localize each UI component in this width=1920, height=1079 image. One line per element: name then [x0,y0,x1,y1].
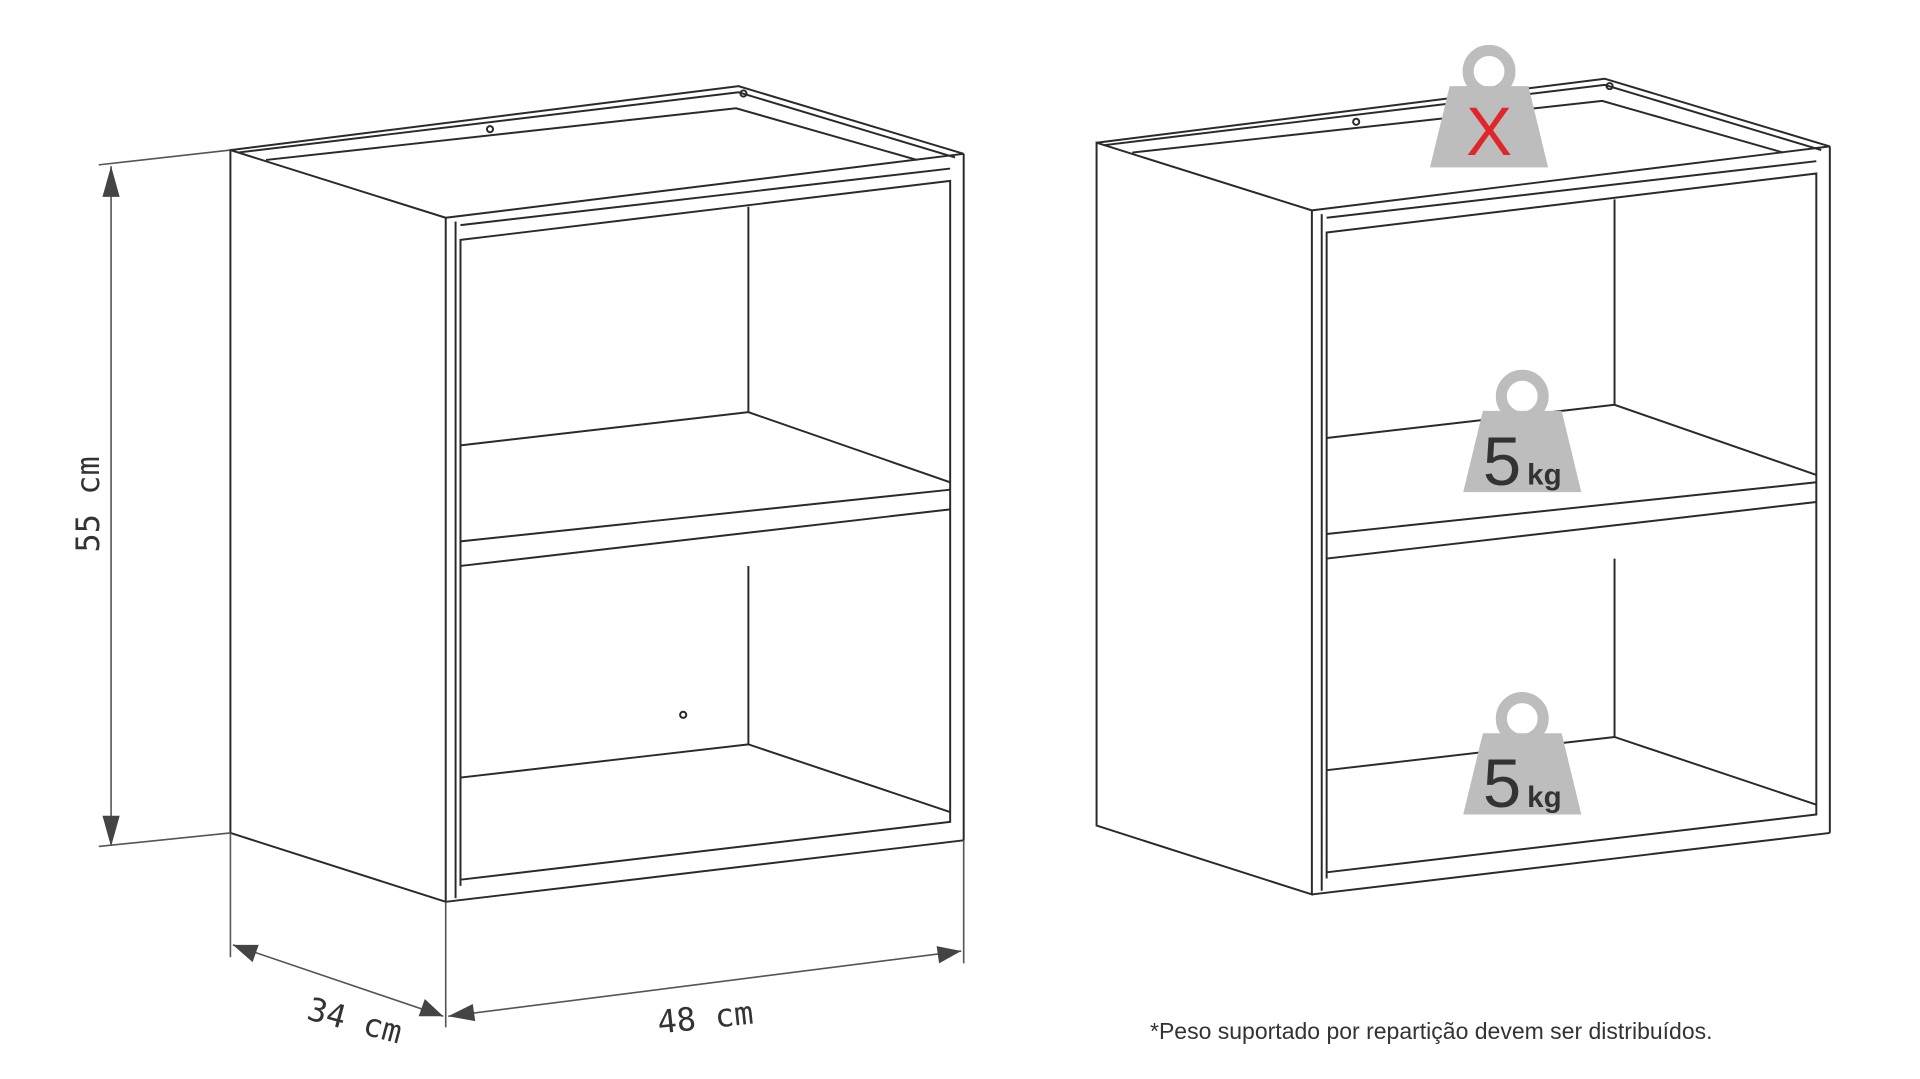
depth-dimension: 34 cm [229,832,447,1051]
no-weight-x: X [1466,93,1512,170]
weight-unit: kg [1527,459,1561,492]
weight-icon-upper-shelf: 5 kg [1463,375,1581,500]
weight-value: 5 [1483,745,1521,822]
no-weight-icon: X [1430,50,1548,170]
height-dimension: 55 cm [69,149,231,848]
height-label: 55 cm [69,456,107,552]
weight-note: *Peso suportado por repartição devem ser… [1150,1018,1713,1044]
weight-icon-lower-shelf: 5 kg [1463,698,1581,822]
cabinet-with-weights [1095,77,1831,896]
width-dimension: 48 cm [448,840,965,1042]
cabinet-with-dimensions [229,85,965,903]
width-label: 48 cm [655,994,755,1042]
weight-value: 5 [1483,423,1521,500]
weight-unit: kg [1527,781,1561,814]
